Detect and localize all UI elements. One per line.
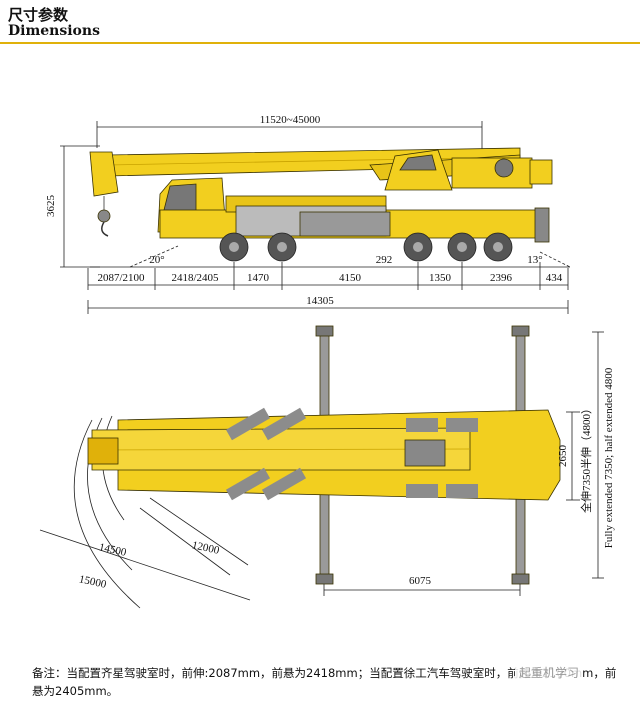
segment-label: 2418/2405 — [171, 272, 219, 284]
segment-label: 1350 — [429, 272, 452, 284]
outrigger-span-cn-label: 全伸7350半伸（4800） — [579, 403, 593, 513]
turning-radius-15000: 15000 — [78, 573, 108, 591]
segment-label: 2396 — [490, 272, 513, 284]
segment-label: 2087/2100 — [97, 272, 145, 284]
boom-length-label: 11520~45000 — [260, 114, 321, 126]
ground-clearance-label: 292 — [376, 254, 393, 266]
overall-length-label: 14305 — [306, 295, 334, 307]
approach-angle-label: 20° — [149, 254, 164, 266]
title-english: Dimensions — [8, 23, 100, 39]
title-chinese: 尺寸参数 — [8, 6, 69, 24]
turning-radius-14500: 14500 — [98, 541, 128, 559]
segment-label: 1470 — [247, 272, 270, 284]
header: 尺寸参数 Dimensions — [0, 0, 640, 44]
watermark: 起重机学习 — [515, 664, 584, 681]
outrigger-span-label: 6075 — [409, 575, 432, 587]
segment-label: 4150 — [339, 272, 362, 284]
header-underline — [0, 42, 640, 44]
departure-angle-label: 13° — [527, 254, 542, 266]
outrigger-span-en-label: Fully extended 7350; half extended 4800 — [603, 367, 615, 548]
side-view — [60, 121, 571, 314]
top-view — [39, 325, 604, 609]
height-label: 3625 — [45, 195, 57, 218]
turning-radius-12000: 12000 — [191, 539, 221, 557]
vehicle-width-label: 2650 — [557, 445, 569, 468]
footnote: 备注：当配置齐星驾驶室时，前伸:2087mm，前悬为2418mm；当配置徐工汽车… — [32, 666, 617, 698]
segment-label: 434 — [546, 272, 563, 284]
